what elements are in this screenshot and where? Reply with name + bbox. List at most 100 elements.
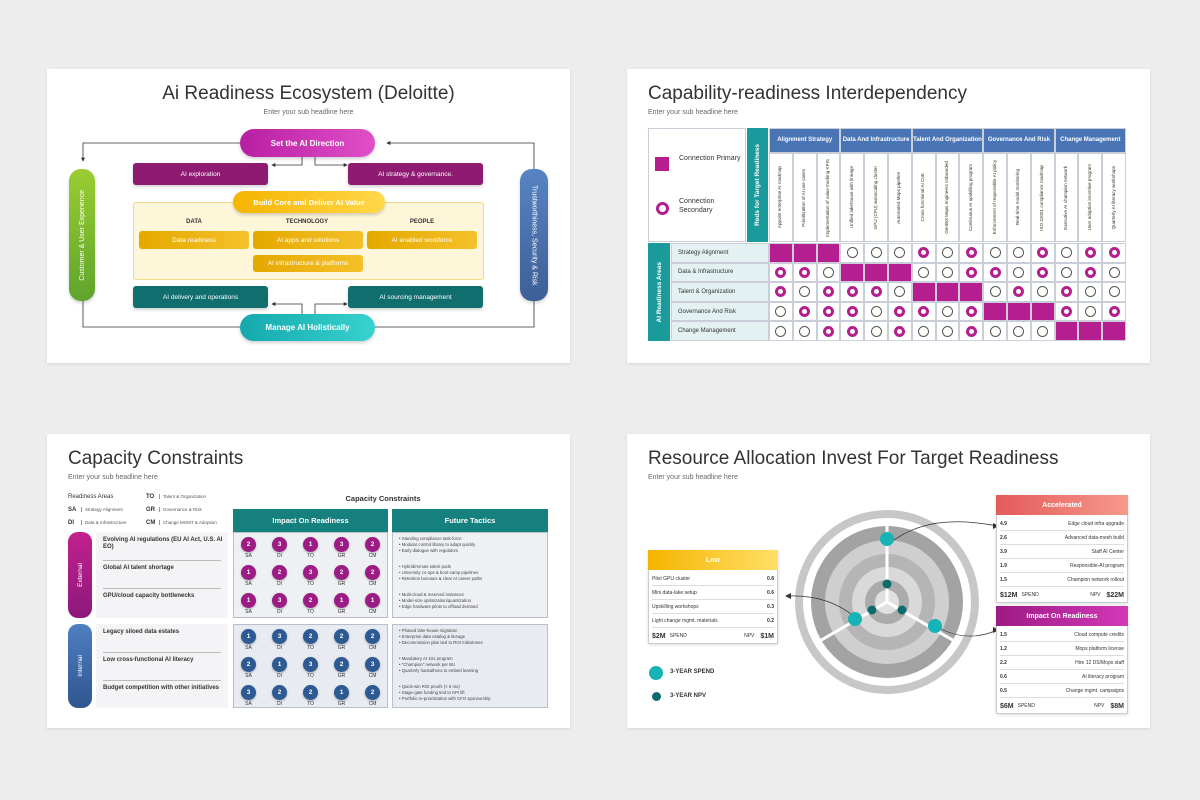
matrix-cell[interactable] xyxy=(935,301,960,322)
tactic-item: • Phased lake-house migration xyxy=(399,628,545,634)
matrix-cell[interactable] xyxy=(864,243,888,263)
matrix-cell[interactable] xyxy=(769,262,793,283)
matrix-cell[interactable] xyxy=(840,321,865,341)
matrix-cell[interactable] xyxy=(1054,243,1079,263)
matrix-cell[interactable] xyxy=(1102,301,1126,322)
matrix-cell[interactable] xyxy=(959,243,984,263)
matrix-cell-filled[interactable] xyxy=(769,243,793,263)
matrix-cell-filled[interactable] xyxy=(959,282,984,302)
matrix-cell[interactable] xyxy=(888,301,912,322)
matrix-cell[interactable] xyxy=(1078,243,1103,263)
matrix-cell-filled[interactable] xyxy=(1078,321,1103,341)
set-ai-direction-pill[interactable]: Set the AI Direction xyxy=(240,129,375,157)
matrix-cell[interactable] xyxy=(911,321,936,341)
matrix-cell[interactable] xyxy=(1030,262,1055,283)
matrix-cell-filled[interactable] xyxy=(816,243,841,263)
matrix-cell-filled[interactable] xyxy=(888,262,912,283)
matrix-cell[interactable] xyxy=(816,321,841,341)
matrix-cell[interactable] xyxy=(1078,262,1103,283)
matrix-cell[interactable] xyxy=(935,243,960,263)
matrix-cell[interactable] xyxy=(864,321,888,341)
slide-ai-readiness-ecosystem[interactable]: Ai Readiness Ecosystem (Deloitte) Enter … xyxy=(47,69,570,363)
ai-exploration-box[interactable]: AI exploration xyxy=(133,163,268,185)
matrix-cell[interactable] xyxy=(792,321,817,341)
matrix-cell[interactable] xyxy=(769,301,793,322)
data-readiness-box[interactable]: Data readiness xyxy=(139,231,249,249)
matrix-cell[interactable] xyxy=(864,282,888,302)
matrix-cell[interactable] xyxy=(816,282,841,302)
matrix-cell[interactable] xyxy=(769,321,793,341)
build-core-pill[interactable]: Build Core and Deliver AI Value xyxy=(233,191,385,213)
matrix-cell[interactable] xyxy=(864,301,888,322)
matrix-cell-filled[interactable] xyxy=(1007,301,1031,322)
matrix-cell[interactable] xyxy=(1007,321,1031,341)
ai-workforce-box[interactable]: AI enabled workforce xyxy=(367,231,477,249)
matrix-cell[interactable] xyxy=(1102,282,1126,302)
matrix-cell[interactable] xyxy=(1030,321,1055,341)
matrix-cell[interactable] xyxy=(1102,243,1126,263)
matrix-cell-filled[interactable] xyxy=(1102,321,1126,341)
matrix-cell[interactable] xyxy=(840,282,865,302)
matrix-cell[interactable] xyxy=(959,262,984,283)
tactic-text: Hybrid/remote talent pods xyxy=(401,564,451,569)
manage-ai-holistically-pill[interactable]: Manage AI Holistically xyxy=(240,314,375,341)
matrix-cell[interactable] xyxy=(935,262,960,283)
matrix-cell[interactable] xyxy=(1102,262,1126,283)
tactic-item: • "Champion" network per BU xyxy=(399,662,545,668)
matrix-cell-filled[interactable] xyxy=(983,301,1007,322)
matrix-cell[interactable] xyxy=(816,301,841,322)
matrix-cell[interactable] xyxy=(1054,282,1079,302)
matrix-cell[interactable] xyxy=(1007,243,1031,263)
matrix-cell[interactable] xyxy=(840,243,865,263)
primary-connection-icon xyxy=(1037,266,1049,278)
matrix-cell[interactable] xyxy=(769,282,793,302)
tactic-text: Multi-cloud & reserved instances xyxy=(401,592,464,597)
matrix-cell[interactable] xyxy=(1078,282,1103,302)
ai-apps-box[interactable]: AI apps and solutions xyxy=(253,231,363,249)
matrix-cell[interactable] xyxy=(959,301,984,322)
matrix-cell[interactable] xyxy=(983,243,1007,263)
ai-delivery-box[interactable]: AI delivery and operations xyxy=(133,286,268,308)
matrix-cell[interactable] xyxy=(911,262,936,283)
matrix-cell[interactable] xyxy=(816,262,841,283)
matrix-cell[interactable] xyxy=(911,301,936,322)
matrix-cell[interactable] xyxy=(1054,262,1079,283)
secondary-connection-icon xyxy=(1013,266,1025,278)
matrix-cell[interactable] xyxy=(1030,282,1055,302)
matrix-cell[interactable] xyxy=(911,243,936,263)
slide-capability-readiness[interactable]: Capability-readiness Interdependency Ent… xyxy=(627,69,1150,363)
matrix-cell-filled[interactable] xyxy=(935,282,960,302)
slide-capacity-constraints[interactable]: Capacity Constraints Enter your sub head… xyxy=(47,434,570,728)
ai-strategy-box[interactable]: AI strategy & governance. xyxy=(348,163,483,185)
ai-infrastructure-box[interactable]: AI infrastructure & platforms xyxy=(253,255,363,272)
matrix-cell[interactable] xyxy=(888,243,912,263)
slide-resource-allocation[interactable]: Resource Allocation Invest For Target Re… xyxy=(627,434,1150,728)
matrix-cell[interactable] xyxy=(959,321,984,341)
matrix-cell[interactable] xyxy=(792,262,817,283)
matrix-cell[interactable] xyxy=(935,321,960,341)
matrix-cell[interactable] xyxy=(888,282,912,302)
matrix-cell[interactable] xyxy=(1078,301,1103,322)
matrix-cell[interactable] xyxy=(983,321,1007,341)
allocation-value: 0.8 xyxy=(767,575,774,582)
matrix-cell-filled[interactable] xyxy=(792,243,817,263)
matrix-cell[interactable] xyxy=(1054,301,1079,322)
matrix-cell[interactable] xyxy=(792,301,817,322)
matrix-cell[interactable] xyxy=(983,262,1007,283)
matrix-cell[interactable] xyxy=(888,321,912,341)
slide3-subtitle: Enter your sub headline here xyxy=(68,474,158,481)
matrix-cell-filled[interactable] xyxy=(1030,301,1055,322)
matrix-cell-filled[interactable] xyxy=(840,262,865,283)
matrix-cell[interactable] xyxy=(840,301,865,322)
ai-sourcing-box[interactable]: AI sourcing management xyxy=(348,286,483,308)
matrix-cell-filled[interactable] xyxy=(864,262,888,283)
matrix-cell[interactable] xyxy=(983,282,1007,302)
impact-score-dot: 2 xyxy=(272,565,287,580)
matrix-cell-filled[interactable] xyxy=(911,282,936,302)
matrix-cell[interactable] xyxy=(1007,282,1031,302)
matrix-cell[interactable] xyxy=(1030,243,1055,263)
matrix-cell[interactable] xyxy=(1007,262,1031,283)
matrix-cell[interactable] xyxy=(792,282,817,302)
matrix-cell-filled[interactable] xyxy=(1054,321,1079,341)
